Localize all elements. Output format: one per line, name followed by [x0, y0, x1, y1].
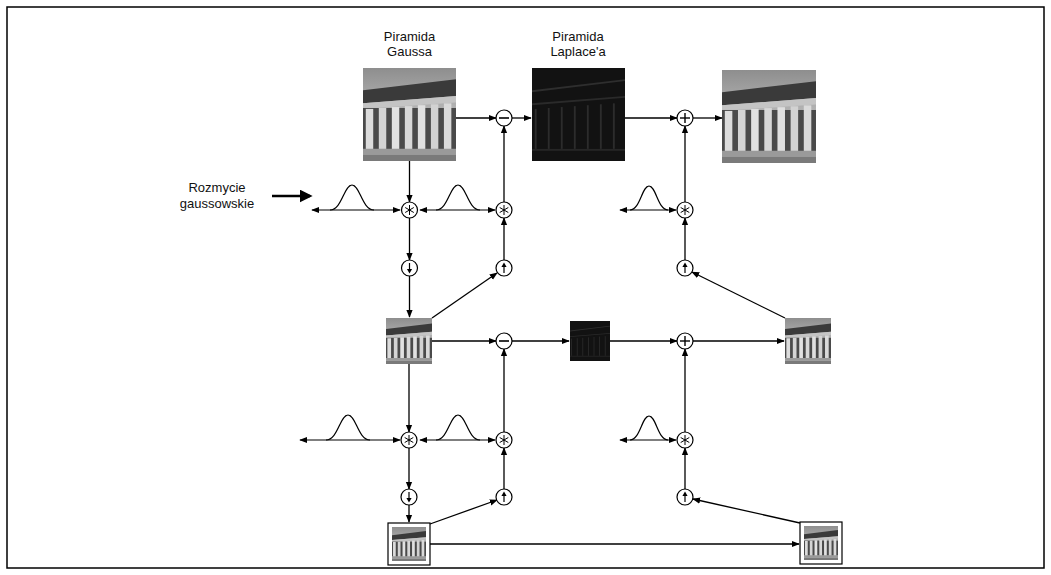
gaussian-level-image [386, 318, 432, 364]
downsample-operator [401, 489, 417, 505]
flow-arrow [503, 126, 504, 202]
flow-arrow [432, 273, 497, 318]
kernel-axis [420, 209, 495, 210]
flow-arrow [409, 161, 410, 202]
flow-arrow [456, 117, 496, 118]
gaussian-curve [630, 186, 668, 210]
flow-arrow [693, 499, 800, 523]
convolution-operator [496, 432, 512, 448]
flow-arrow [684, 218, 685, 260]
downsample-operator [402, 260, 418, 276]
flow-arrow [693, 117, 722, 118]
reconstructed-image [804, 526, 838, 560]
flow-arrow [430, 543, 799, 544]
image-frame [800, 522, 842, 564]
convolution-operator [402, 202, 418, 218]
upsample-operator [496, 489, 512, 505]
gaussian-level-image [392, 527, 426, 561]
pyramid-heading: Piramida Laplace'a [538, 29, 618, 60]
image-node: Piramida Laplace'a [530, 29, 627, 161]
outer-frame [7, 7, 1044, 568]
gaussian-level-image [363, 68, 456, 161]
flow-arrow [409, 276, 410, 317]
flow-arrow [408, 364, 409, 432]
gaussian-curve [436, 415, 480, 440]
flow-arrow [503, 218, 504, 260]
flow-arrow [503, 448, 504, 489]
flow-arrow [692, 272, 785, 318]
flow-arrows [272, 118, 800, 544]
image-frame [388, 523, 430, 565]
flow-arrow [430, 500, 497, 524]
flow-arrow [610, 340, 677, 341]
input-arrow [272, 195, 310, 198]
laplacian-level-image [532, 68, 625, 161]
flow-arrow [684, 349, 685, 432]
gaussian-curve [436, 185, 480, 210]
flow-arrow [512, 340, 569, 341]
flow-arrow [512, 117, 531, 118]
flow-arrow [409, 218, 410, 260]
subtract-operator [496, 110, 512, 126]
flow-arrow [408, 448, 409, 489]
add-operator [677, 110, 693, 126]
flow-arrow [684, 448, 685, 489]
kernel-axis [300, 439, 400, 440]
input-label: Rozmycie gaussowskie [168, 180, 266, 213]
flow-arrow [693, 340, 784, 341]
pyramid-heading: Piramida Gaussa [370, 29, 450, 60]
upsample-operator [677, 260, 693, 276]
convolution-operator [677, 202, 693, 218]
upsample-operator [496, 260, 512, 276]
laplacian-level-image [570, 321, 610, 361]
image-node: Piramida Gaussa [361, 29, 458, 161]
flow-arrow [408, 505, 409, 522]
flow-arrow [432, 340, 496, 341]
kernel-axis [312, 209, 400, 210]
gaussian-curve [630, 416, 668, 440]
convolution-operator [677, 432, 693, 448]
kernel-axis [420, 439, 495, 440]
gaussian-curve [326, 415, 370, 440]
convolution-operator [401, 432, 417, 448]
gaussian-curve [330, 185, 374, 210]
upsample-operator [677, 489, 693, 505]
flow-arrow [684, 126, 685, 202]
subtract-operator [496, 333, 512, 349]
flow-arrow [503, 349, 504, 432]
operators [401, 110, 693, 505]
gaussian-kernels [300, 185, 676, 440]
reconstructed-image [785, 318, 831, 364]
add-operator [677, 333, 693, 349]
convolution-operator [496, 202, 512, 218]
reconstructed-image [722, 70, 816, 163]
flow-arrow [625, 117, 677, 118]
